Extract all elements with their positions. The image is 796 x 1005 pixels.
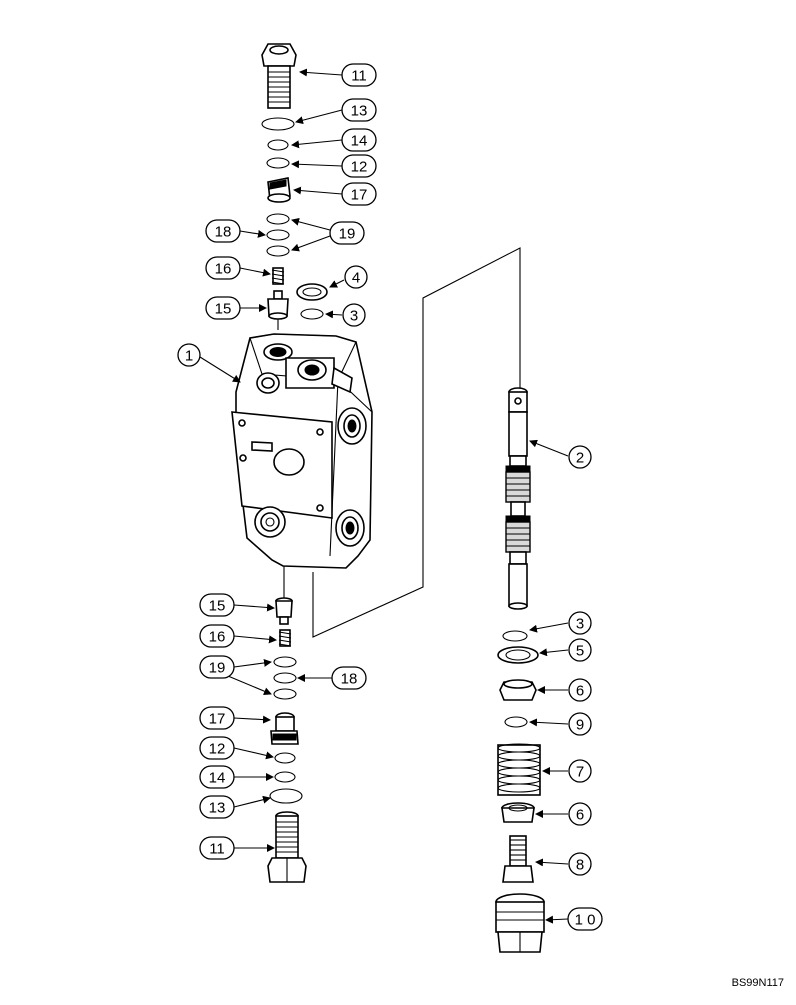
callout-12-bottom: 12 [199,736,235,760]
callout-label: 6 [576,683,584,700]
poppet-15-bottom [275,597,293,625]
callout-label: 14 [351,133,368,150]
callout-10: 1 0 [567,907,603,931]
callout-1: 1 [177,343,201,367]
callout-label: 15 [215,301,232,318]
seat-6-lower [501,802,535,823]
screw-17-bottom [270,712,299,745]
callout-12-top: 12 [341,154,377,178]
callout-17-top: 17 [341,182,377,206]
callout-label: 11 [209,841,225,858]
callout-label: 16 [215,261,232,278]
callout-label: 13 [209,800,226,817]
callout-label: 5 [576,643,584,660]
drawing-code: BS99N117 [732,977,784,989]
callout-11-top: 11 [341,63,377,87]
callout-18-top: 18 [205,219,241,243]
callout-label: 16 [209,629,226,646]
cap-10 [495,893,545,953]
screw-17-top [267,177,291,203]
callout-16-top: 16 [205,256,241,280]
callout-15-top: 15 [205,296,241,320]
callout-4: 4 [344,265,368,289]
washer-5 [497,646,539,664]
poppet-15-top [267,290,289,320]
ring-12-top [266,157,290,169]
callout-label: 14 [209,770,226,787]
callout-label: 12 [351,159,368,176]
callout-label: 15 [209,598,226,615]
rings-19-18-bottom [273,656,297,700]
ring-14-top [267,139,289,151]
spring-7 [497,743,541,796]
callout-11-bottom: 11 [199,836,235,860]
seal-4 [296,283,328,301]
assembly-lines [277,247,521,638]
callout-16-bottom: 16 [199,624,235,648]
callout-3-upper: 3 [342,303,366,327]
callout-19-bottom: 19 [199,655,235,679]
callout-label: 3 [350,308,358,325]
oring-3-top [300,308,324,320]
ring-12-bottom [274,752,296,764]
rings-19-18-top [266,213,290,257]
callout-3-lower: 3 [568,611,592,635]
ring-14-bottom [274,771,296,783]
callout-label: 8 [576,857,584,874]
plug-11-bottom [267,811,307,883]
callout-label: 17 [209,711,226,728]
callout-14-top: 14 [341,128,377,152]
oring-13-top [261,117,295,131]
oring-13-bottom [269,788,303,804]
leader-lines [199,68,569,924]
valve-body-1 [231,333,373,569]
callout-label: 7 [576,764,584,781]
plug-11-top [261,43,297,109]
callout-label: 1 [185,348,193,365]
callout-13-top: 13 [341,98,377,122]
bolt-8 [502,835,534,883]
callout-label: 9 [576,717,584,734]
callout-label: 1 0 [575,912,596,929]
callout-15-bottom: 15 [199,593,235,617]
callout-14-bottom: 14 [199,765,235,789]
oring-3-lower [502,630,528,642]
callout-label: 12 [209,741,226,758]
callout-label: 13 [351,103,368,120]
callout-13-bottom: 13 [199,795,235,819]
spring-16-top [271,267,285,285]
callout-label: 19 [339,226,356,243]
spring-16-bottom [278,629,292,647]
callout-label: 6 [576,807,584,824]
callout-label: 18 [341,671,358,688]
callout-6-upper: 6 [568,678,592,702]
callout-7: 7 [568,759,592,783]
callout-2: 2 [568,445,592,469]
callout-19-top: 19 [329,221,365,245]
callout-label: 4 [352,270,360,287]
callout-label: 19 [209,660,226,677]
spool-2 [505,387,531,610]
callout-18-bottom: 18 [331,666,367,690]
oring-9 [504,716,528,728]
callout-label: 11 [351,68,367,85]
callout-8: 8 [568,852,592,876]
callout-6-lower: 6 [568,802,592,826]
callout-9: 9 [568,712,592,736]
callout-label: 2 [576,450,584,467]
seat-6-upper [499,679,537,701]
callout-label: 18 [215,224,232,241]
callout-5: 5 [568,638,592,662]
callout-17-bottom: 17 [199,706,235,730]
callout-label: 17 [351,187,368,204]
callout-label: 3 [576,616,584,633]
